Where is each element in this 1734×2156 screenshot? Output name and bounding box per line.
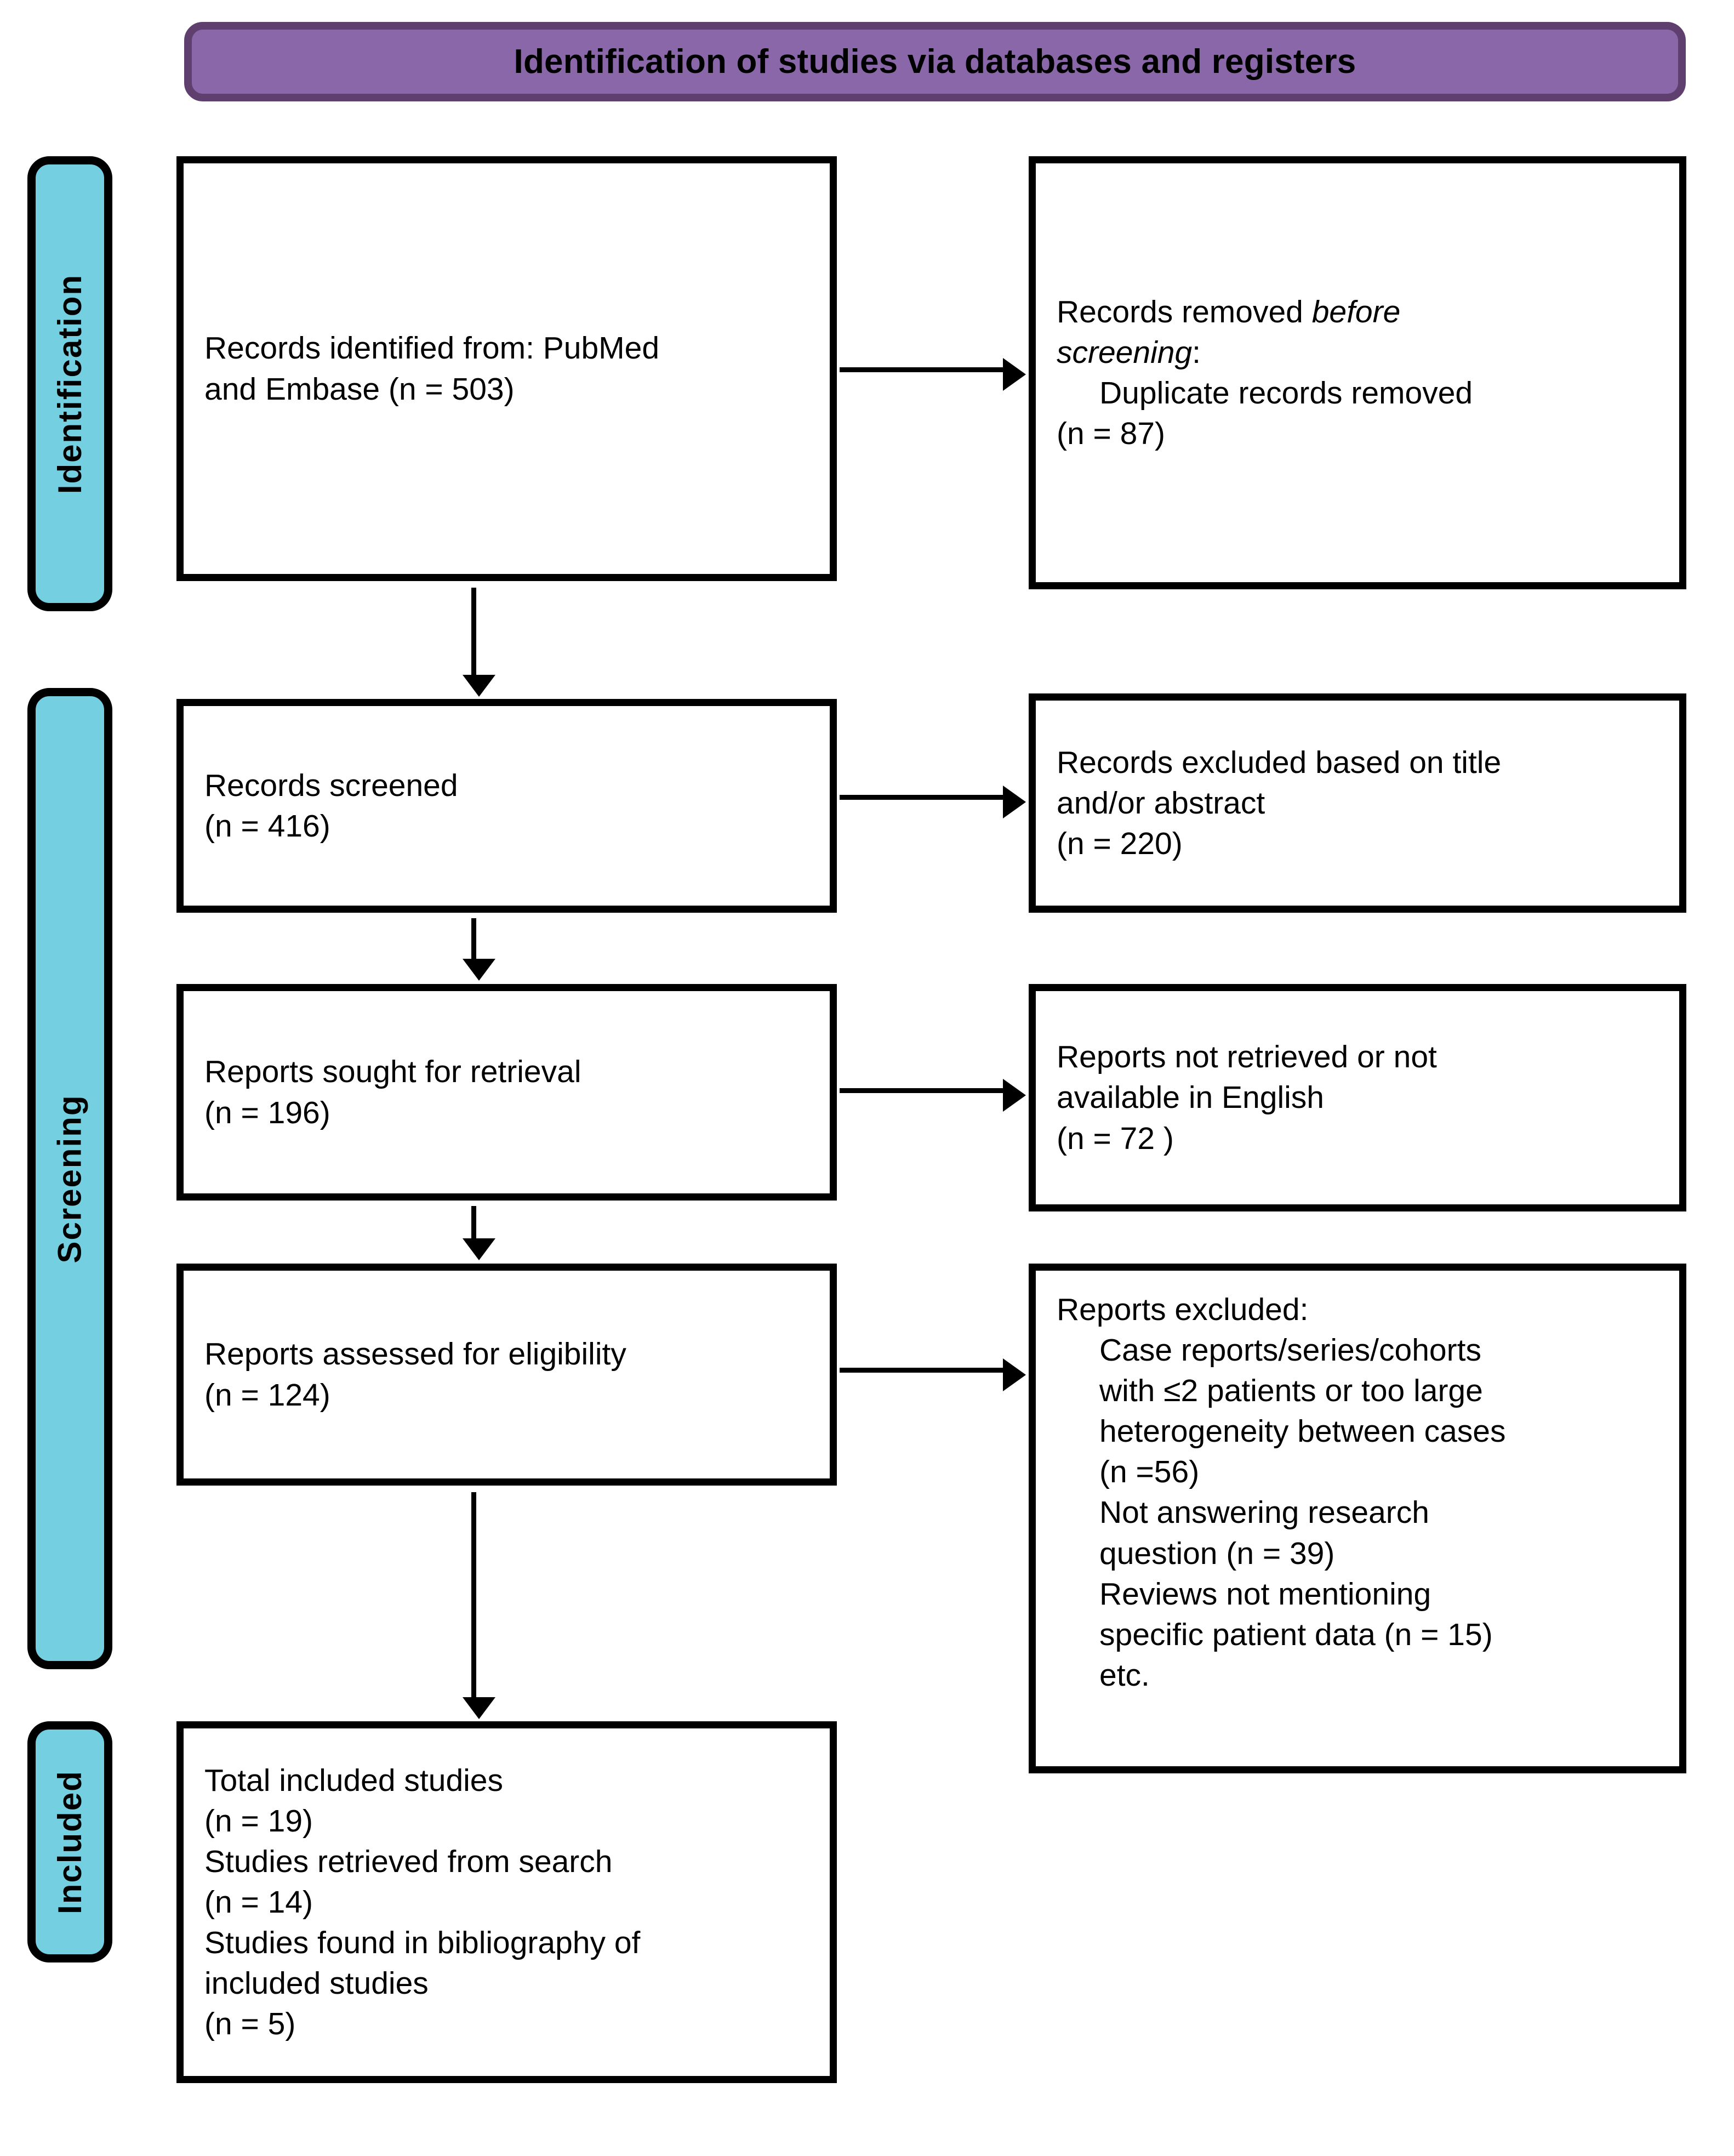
box-reports-sought-line-2: (n = 196)	[204, 1095, 330, 1130]
box-reports-not-retrieved: Reports not retrieved or not available i…	[1029, 984, 1686, 1211]
box-included-line-3: Studies retrieved from search	[204, 1844, 613, 1879]
box-reports-excluded-line-5: (n =56)	[1099, 1454, 1200, 1490]
box-records-excluded-line-1: Records excluded based on title	[1057, 744, 1502, 780]
box-records-identified-line-2: and Embase (n = 503)	[204, 371, 515, 407]
arrow-sought-to-assessed	[463, 1206, 495, 1260]
records-removed-screening-italic: screening	[1057, 334, 1193, 370]
arrow-assessed-to-included	[463, 1492, 495, 1719]
arrow-assessed-to-reports-excluded	[840, 1358, 1026, 1391]
box-reports-sought: Reports sought for retrieval (n = 196)	[176, 984, 837, 1201]
arrow-identified-to-removed	[840, 358, 1026, 391]
phase-tab-identification: Identification	[27, 156, 112, 611]
box-total-included-studies: Total included studies (n = 19) Studies …	[176, 1721, 837, 2083]
box-reports-excluded-line-10: etc.	[1099, 1657, 1150, 1693]
box-reports-excluded-line-9: specific patient data (n = 15)	[1099, 1617, 1493, 1652]
arrow-screened-to-sought	[463, 918, 495, 981]
phase-label-included: Included	[52, 1770, 88, 1914]
box-records-removed-line-4: (n = 87)	[1057, 416, 1166, 452]
box-reports-excluded-line-2: Case reports/series/cohorts	[1099, 1333, 1481, 1368]
box-reports-excluded-line-1: Reports excluded:	[1057, 1292, 1309, 1327]
diagram-title-banner: Identification of studies via databases …	[184, 22, 1686, 101]
box-records-screened-line-2: (n = 416)	[204, 809, 330, 844]
records-removed-prefix: Records removed	[1057, 294, 1312, 329]
phase-label-identification: Identification	[52, 274, 88, 494]
arrow-identified-to-screened	[463, 588, 495, 697]
box-included-line-4: (n = 14)	[204, 1884, 313, 1920]
box-reports-excluded-line-6: Not answering research	[1099, 1495, 1429, 1531]
box-reports-assessed-line-2: (n = 124)	[204, 1377, 330, 1413]
box-included-line-2: (n = 19)	[204, 1803, 313, 1839]
box-reports-excluded-line-4: heterogeneity between cases	[1099, 1414, 1506, 1449]
box-records-removed: Records removed before screening: Duplic…	[1029, 156, 1686, 589]
box-reports-assessed: Reports assessed for eligibility (n = 12…	[176, 1264, 837, 1486]
box-reports-excluded-line-3: with ≤2 patients or too large	[1099, 1373, 1483, 1409]
arrow-sought-to-not-retrieved	[840, 1079, 1026, 1112]
box-records-excluded-line-2: and/or abstract	[1057, 785, 1265, 821]
phase-tab-included: Included	[27, 1721, 112, 1962]
box-included-line-7: (n = 5)	[204, 2006, 296, 2042]
box-reports-excluded-line-8: Reviews not mentioning	[1099, 1576, 1431, 1612]
arrow-screened-to-excluded	[840, 786, 1026, 818]
box-reports-not-retrieved-line-1: Reports not retrieved or not	[1057, 1039, 1437, 1075]
phase-tab-screening: Screening	[27, 688, 112, 1669]
box-reports-sought-line-1: Reports sought for retrieval	[204, 1054, 581, 1090]
box-reports-excluded: Reports excluded: Case reports/series/co…	[1029, 1264, 1686, 1773]
box-reports-excluded-line-7: question (n = 39)	[1099, 1535, 1335, 1571]
box-records-screened: Records screened (n = 416)	[176, 699, 837, 913]
records-removed-before-italic: before	[1311, 294, 1401, 329]
box-records-excluded-title-abstract: Records excluded based on title and/or a…	[1029, 693, 1686, 913]
box-records-removed-line-3: Duplicate records removed	[1099, 376, 1473, 411]
box-included-line-1: Total included studies	[204, 1762, 504, 1798]
box-included-line-6: included studies	[204, 1966, 429, 2001]
box-reports-assessed-line-1: Reports assessed for eligibility	[204, 1336, 626, 1372]
box-records-screened-line-1: Records screened	[204, 767, 458, 803]
box-records-removed-line-2: screening:	[1057, 332, 1658, 373]
box-reports-not-retrieved-line-2: available in English	[1057, 1080, 1324, 1116]
records-removed-colon: :	[1192, 334, 1201, 370]
box-records-excluded-line-3: (n = 220)	[1057, 826, 1183, 862]
box-records-identified: Records identified from: PubMed and Emba…	[176, 156, 837, 581]
box-included-line-5: Studies found in bibliography of	[204, 1925, 641, 1961]
box-reports-not-retrieved-line-3: (n = 72 )	[1057, 1120, 1174, 1156]
diagram-title: Identification of studies via databases …	[514, 43, 1356, 81]
box-records-identified-line-1: Records identified from: PubMed	[204, 331, 660, 366]
phase-label-screening: Screening	[52, 1094, 89, 1264]
box-records-removed-line-1: Records removed before	[1057, 292, 1658, 332]
